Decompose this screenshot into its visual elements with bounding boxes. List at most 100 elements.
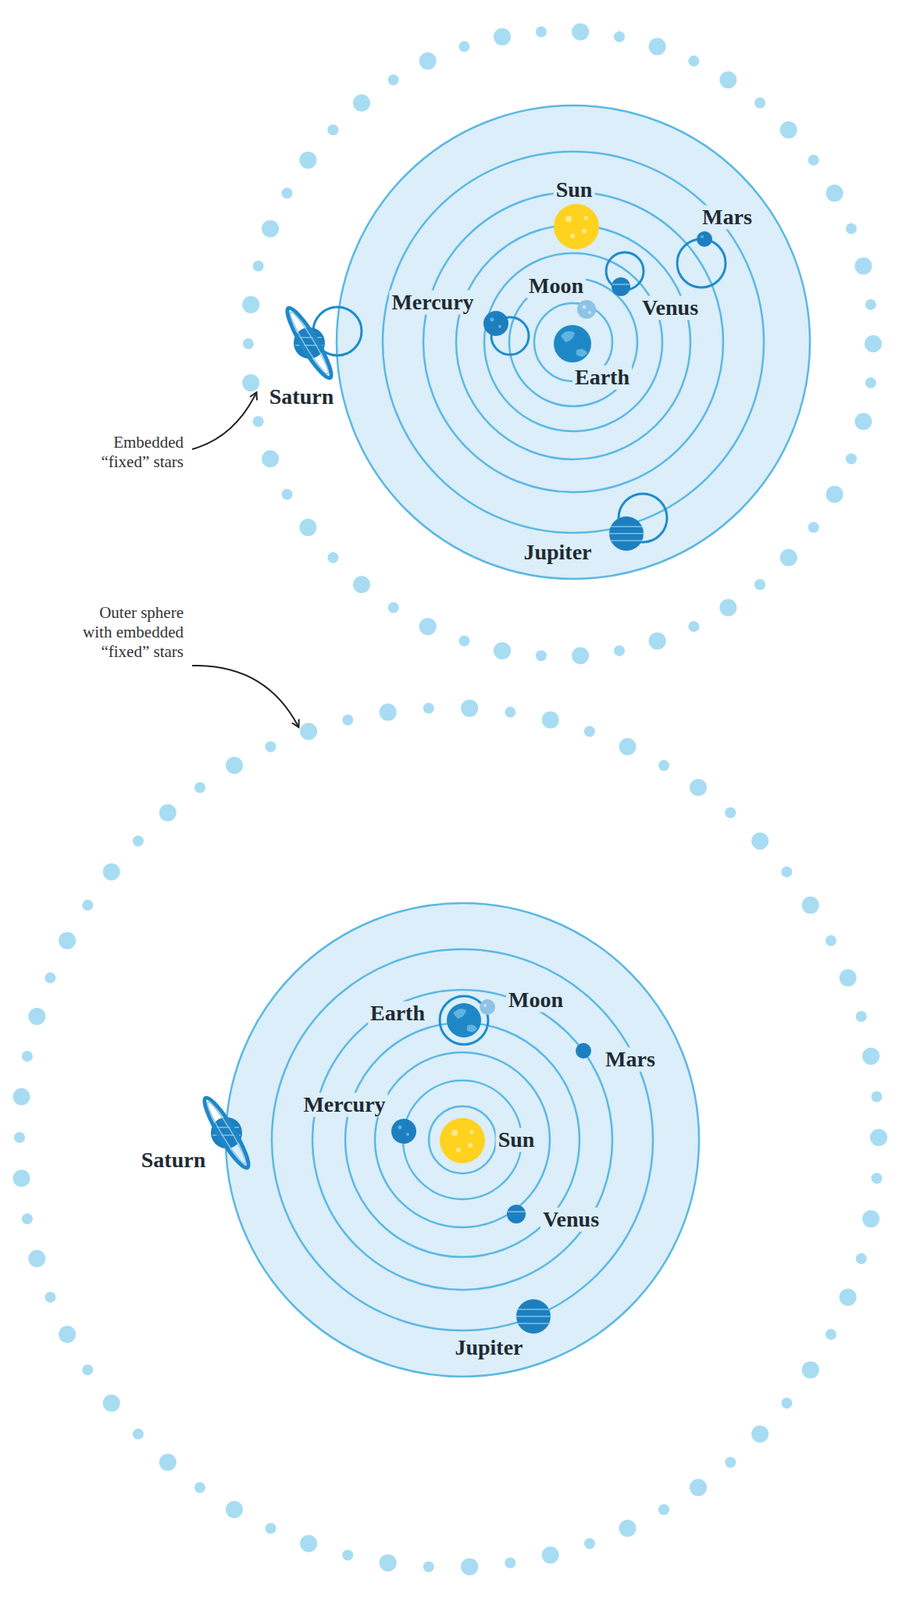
fixed-star (535, 649, 547, 661)
fixed-star (826, 184, 844, 202)
fixed-star (423, 1560, 435, 1572)
body-label: Mercury (388, 290, 476, 315)
fixed-star (458, 41, 470, 53)
body-label: Sun (553, 178, 596, 203)
fixed-star (781, 1397, 792, 1409)
fixed-star (504, 706, 516, 718)
fixed-star (719, 599, 737, 617)
fixed-star (44, 972, 56, 984)
fixed-star (493, 28, 511, 46)
fixed-star (845, 223, 857, 235)
fixed-star (327, 552, 339, 564)
fixed-star (688, 55, 700, 67)
fixed-star (13, 1169, 31, 1187)
fixed-star (571, 646, 589, 664)
fixed-star (780, 121, 798, 139)
fixed-star (780, 549, 798, 567)
fixed-star (28, 1007, 46, 1025)
fixed-star (379, 703, 397, 721)
fixed-star (613, 645, 625, 657)
fixed-star (754, 97, 766, 109)
fixed-star (493, 642, 511, 660)
fixed-star (388, 602, 400, 614)
fixed-star (856, 1252, 867, 1264)
body-label: Saturn (267, 385, 336, 410)
fixed-star (825, 934, 837, 946)
mars (575, 1042, 592, 1059)
fixed-star (688, 620, 700, 632)
fixed-star (379, 1553, 397, 1571)
fixed-star (724, 1456, 736, 1468)
fixed-star (242, 296, 260, 314)
fixed-star (856, 1010, 867, 1022)
fixed-star (460, 1557, 478, 1575)
mercury (391, 1118, 417, 1144)
fixed-star (781, 866, 792, 878)
fixed-star (14, 1131, 25, 1143)
fixed-star (44, 1291, 56, 1302)
fixed-star (865, 299, 877, 311)
fixed-star (460, 699, 478, 717)
fixed-star (342, 714, 354, 726)
fixed-star (504, 1556, 516, 1568)
fixed-star (265, 741, 277, 753)
fixed-star (584, 725, 596, 737)
epicycles (313, 238, 726, 543)
saturn (199, 1093, 255, 1171)
fixed-star (21, 1050, 33, 1062)
fixed-star (299, 518, 317, 536)
fixed-stars-ring (242, 23, 882, 664)
venus (506, 1204, 526, 1224)
callout-arrow (192, 392, 257, 450)
callout-arrow (192, 665, 299, 727)
fixed-star (353, 575, 371, 593)
fixed-star (689, 1478, 707, 1496)
fixed-star (159, 803, 177, 821)
saturn (281, 303, 338, 382)
callout-note: Outer sphere with embedded “fixed” stars (67, 602, 184, 663)
fixed-star (808, 154, 820, 166)
mars (696, 231, 713, 247)
fixed-star (82, 1363, 93, 1375)
fixed-star (871, 1172, 883, 1184)
fixed-star (159, 1453, 177, 1471)
body-label: Mars (699, 205, 755, 230)
moon (479, 998, 496, 1015)
fixed-star (58, 1325, 76, 1343)
fixed-star (649, 38, 667, 56)
earth (553, 324, 592, 363)
fixed-star (854, 413, 872, 431)
fixed-star (281, 488, 293, 500)
fixed-star (265, 1522, 277, 1534)
body-label: Sun (495, 1127, 538, 1153)
fixed-star (299, 1534, 318, 1552)
fixed-star (825, 1328, 837, 1340)
fixed-star (649, 631, 667, 650)
fixed-star (870, 1128, 888, 1146)
fixed-star (802, 896, 820, 914)
fixed-star (619, 738, 637, 756)
fixed-star (82, 899, 93, 911)
fixed-star (864, 335, 882, 353)
fixed-star (103, 863, 121, 881)
fixed-star (871, 1091, 883, 1103)
fixed-star (132, 835, 144, 847)
fixed-star (535, 26, 547, 38)
body-label: Earth (367, 1001, 428, 1026)
body-label: Moon (506, 988, 566, 1013)
fixed-star (353, 94, 371, 112)
fixed-star (423, 702, 435, 714)
fixed-star (261, 220, 279, 238)
fixed-star (253, 416, 264, 428)
jupiter (516, 1298, 551, 1334)
body-label: Saturn (139, 1148, 208, 1173)
fixed-star (58, 931, 76, 949)
fixed-star (103, 1394, 121, 1412)
fixed-star (751, 1425, 769, 1443)
fixed-star (388, 74, 400, 86)
moon (577, 299, 596, 319)
fixed-star (865, 377, 877, 389)
heliocentric-spheres (225, 902, 700, 1377)
